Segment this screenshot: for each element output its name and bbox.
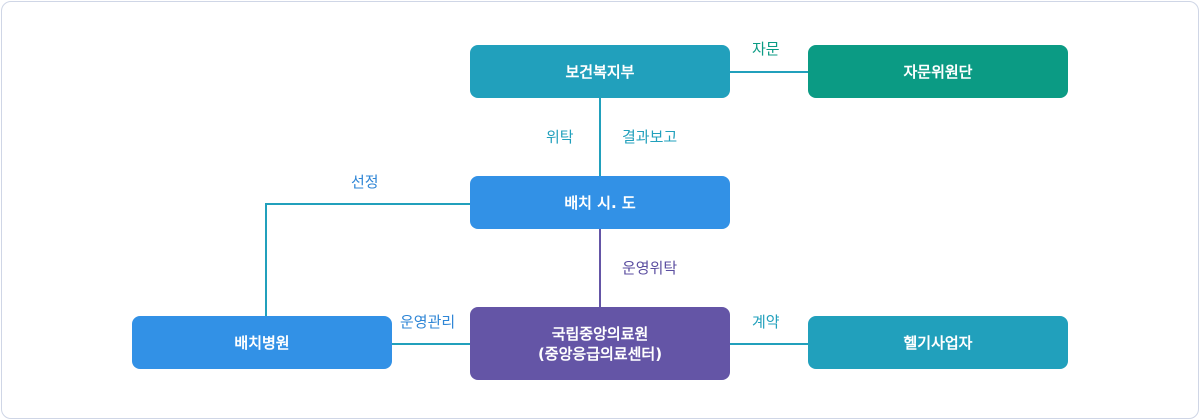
advisory-node: 자문위원단 — [808, 45, 1068, 98]
ministry-label: 보건복지부 — [565, 62, 635, 81]
center-label-line2: (중앙응급의료센터) — [537, 344, 663, 363]
edge-label-operation-manage: 운영관리 — [400, 313, 456, 331]
heli-operator-node: 헬기사업자 — [808, 316, 1068, 369]
hospital-label: 배치병원 — [234, 333, 290, 352]
province-node: 배치 시. 도 — [470, 176, 730, 229]
edge-label-report: 결과보고 — [622, 128, 678, 146]
edge-label-select: 선정 — [351, 173, 379, 191]
advisory-label: 자문위원단 — [903, 62, 973, 81]
center-node: 국립중앙의료원 (중앙응급의료센터) — [470, 307, 730, 380]
province-label: 배치 시. 도 — [564, 193, 636, 212]
edge-label-contract: 계약 — [752, 313, 780, 331]
ministry-node: 보건복지부 — [470, 45, 730, 98]
edge-label-operation-entrust: 운영위탁 — [622, 259, 678, 277]
heli-operator-label: 헬기사업자 — [903, 333, 973, 352]
line-province-hospital — [265, 203, 471, 317]
hospital-node: 배치병원 — [132, 316, 392, 369]
center-label-line1: 국립중앙의료원 — [551, 324, 649, 343]
edge-label-advise: 자문 — [752, 40, 780, 58]
edge-label-entrust: 위탁 — [546, 128, 574, 146]
